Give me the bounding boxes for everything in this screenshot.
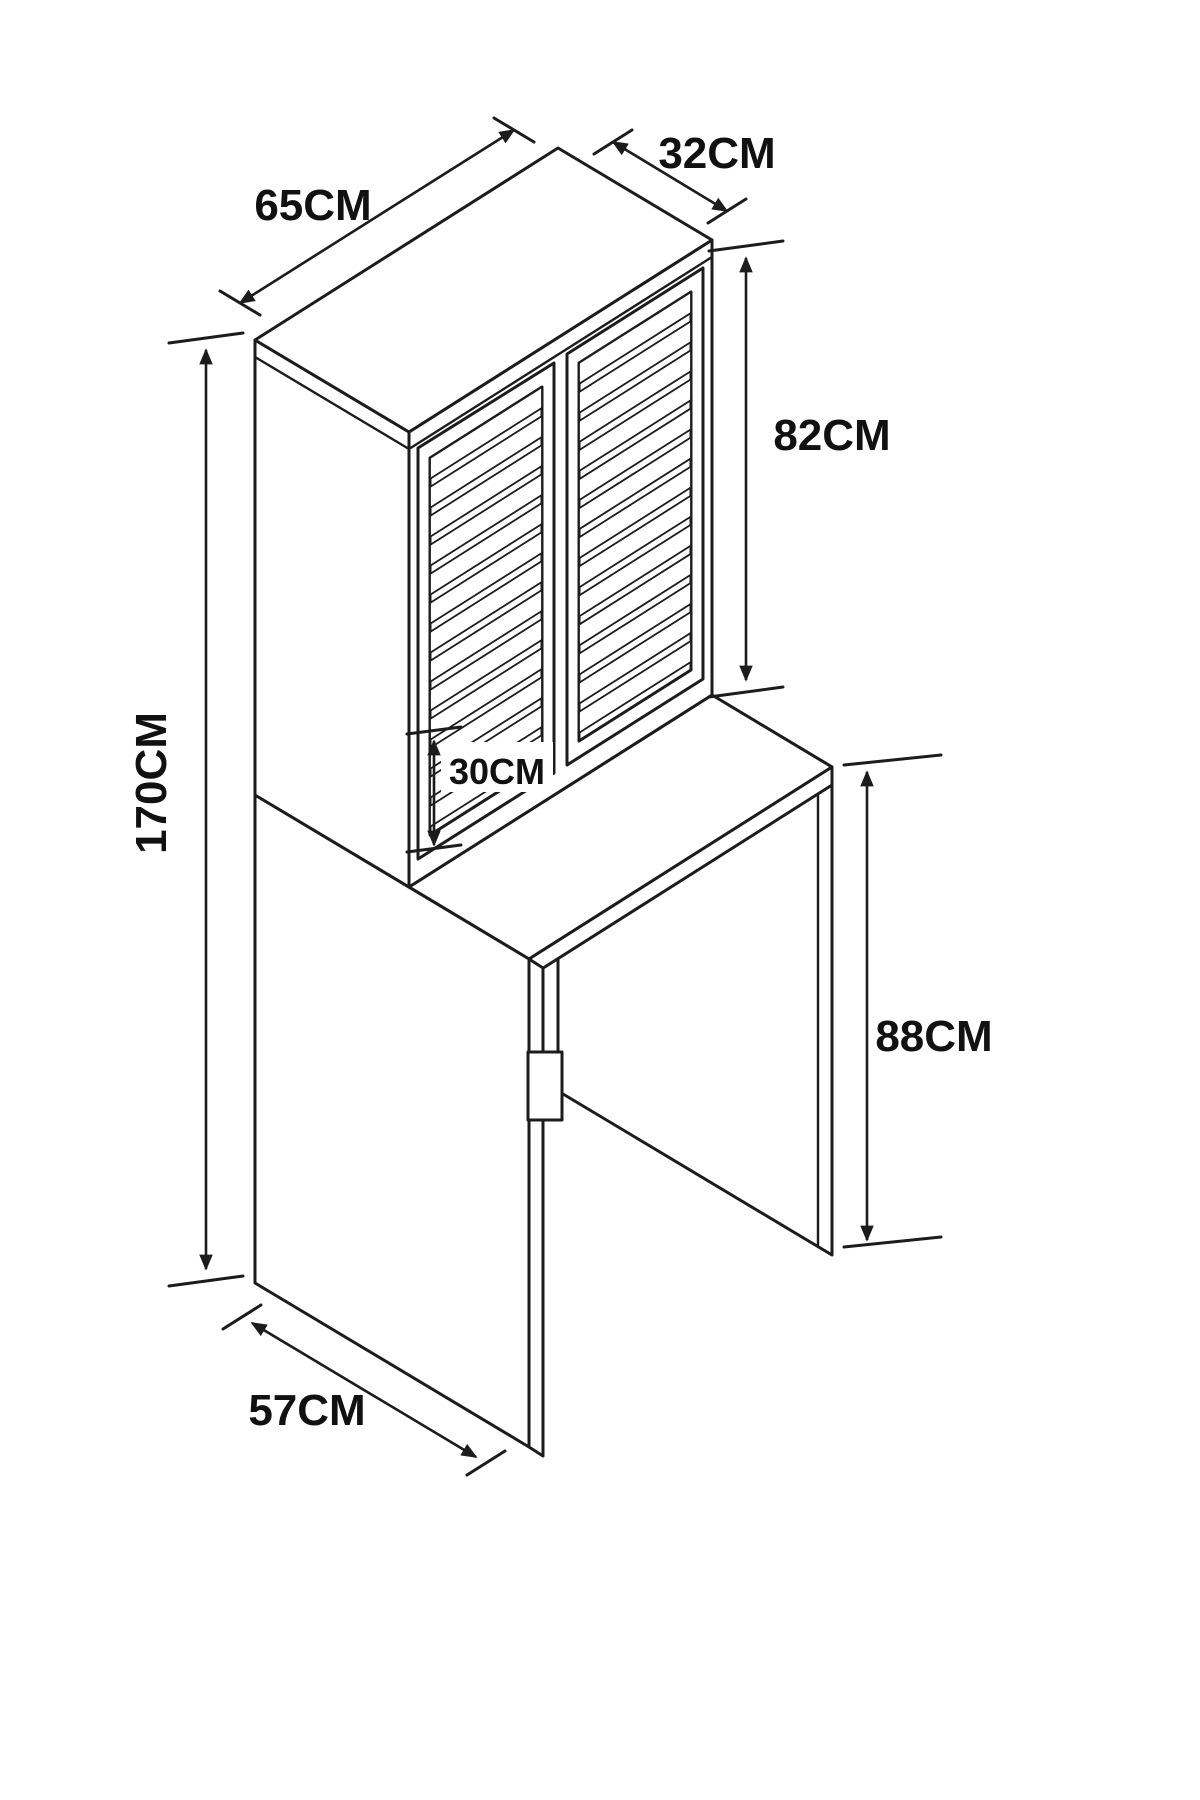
louver-slat <box>578 349 692 443</box>
louver-slat <box>578 523 692 618</box>
louver-slat <box>429 618 543 712</box>
dimension-label-niche-height: 30CM <box>449 751 545 792</box>
dimension-base-height: 88CM <box>842 753 993 1249</box>
louver-slat <box>429 589 543 683</box>
dimension-arrow-top-depth <box>611 140 729 213</box>
label-backdrop <box>441 742 553 792</box>
dimension-top-width: 65CM <box>218 116 536 317</box>
left-door-louvers <box>429 386 543 828</box>
dimension-top-depth: 32CM <box>592 128 776 225</box>
louver-slat <box>429 473 543 567</box>
louver-slat <box>578 610 692 705</box>
dimension-label-upper-cabinet-height: 82CM <box>773 411 890 460</box>
dimension-tick <box>465 1449 507 1477</box>
dimension-total-height: 170CM <box>127 331 245 1288</box>
louver-slat <box>578 552 692 647</box>
louver-slat <box>429 502 543 596</box>
dimension-tick <box>405 725 463 736</box>
base-cross-rail <box>526 1050 564 1122</box>
dimension-tick <box>707 685 785 699</box>
dimension-label-top-depth: 32CM <box>658 129 775 178</box>
cabinet-top-thickness-left-edge <box>253 355 411 451</box>
upper-cabinet <box>253 146 714 889</box>
louver-slat <box>429 531 543 625</box>
dimension-tick <box>707 239 785 253</box>
louver-slat <box>578 320 692 414</box>
dimension-tick <box>167 1274 245 1288</box>
base-left-panel-front-edge <box>527 957 545 1458</box>
dimension-arrow-top-width <box>238 128 516 305</box>
dimension-base-depth: 57CM <box>221 1303 507 1477</box>
dimension-arrow-base-depth <box>250 1321 478 1459</box>
right-door <box>565 266 705 767</box>
dimension-niche-height: 30CM <box>405 725 553 854</box>
dimension-label-total-height: 170CM <box>127 712 176 854</box>
louver-slat <box>578 465 692 560</box>
dimension-tick <box>167 331 245 345</box>
louver-slat <box>578 436 692 531</box>
louver-slat <box>429 386 543 480</box>
dimension-tick <box>842 1235 943 1249</box>
base-unit <box>253 601 834 1458</box>
louver-slat <box>578 640 692 734</box>
louver-slat <box>578 378 692 473</box>
left-door <box>416 361 556 861</box>
cabinet-top-thickness-front-edge <box>407 255 714 451</box>
cabinet-left-side-panel <box>253 338 411 889</box>
louver-slat <box>429 560 543 654</box>
louver-slat <box>429 444 543 538</box>
louver-slat <box>429 415 543 509</box>
louver-slat <box>578 581 692 676</box>
dimension-tick <box>221 1303 263 1331</box>
dimension-label-top-width: 65CM <box>254 181 371 230</box>
louver-slat <box>578 494 692 589</box>
dimension-label-base-depth: 57CM <box>248 1386 365 1435</box>
right-door-louvers <box>578 291 692 734</box>
dimensions: 65CM 32CM 82CM 170CM <box>127 116 993 1477</box>
louver-slat <box>578 407 692 502</box>
louver-slat <box>429 647 543 741</box>
dimension-tick <box>842 753 943 767</box>
dimension-tick <box>405 843 463 854</box>
dimension-upper-cabinet-height: 82CM <box>707 239 891 699</box>
louver-slat <box>578 291 692 385</box>
dimension-label-base-height: 88CM <box>875 1012 992 1061</box>
